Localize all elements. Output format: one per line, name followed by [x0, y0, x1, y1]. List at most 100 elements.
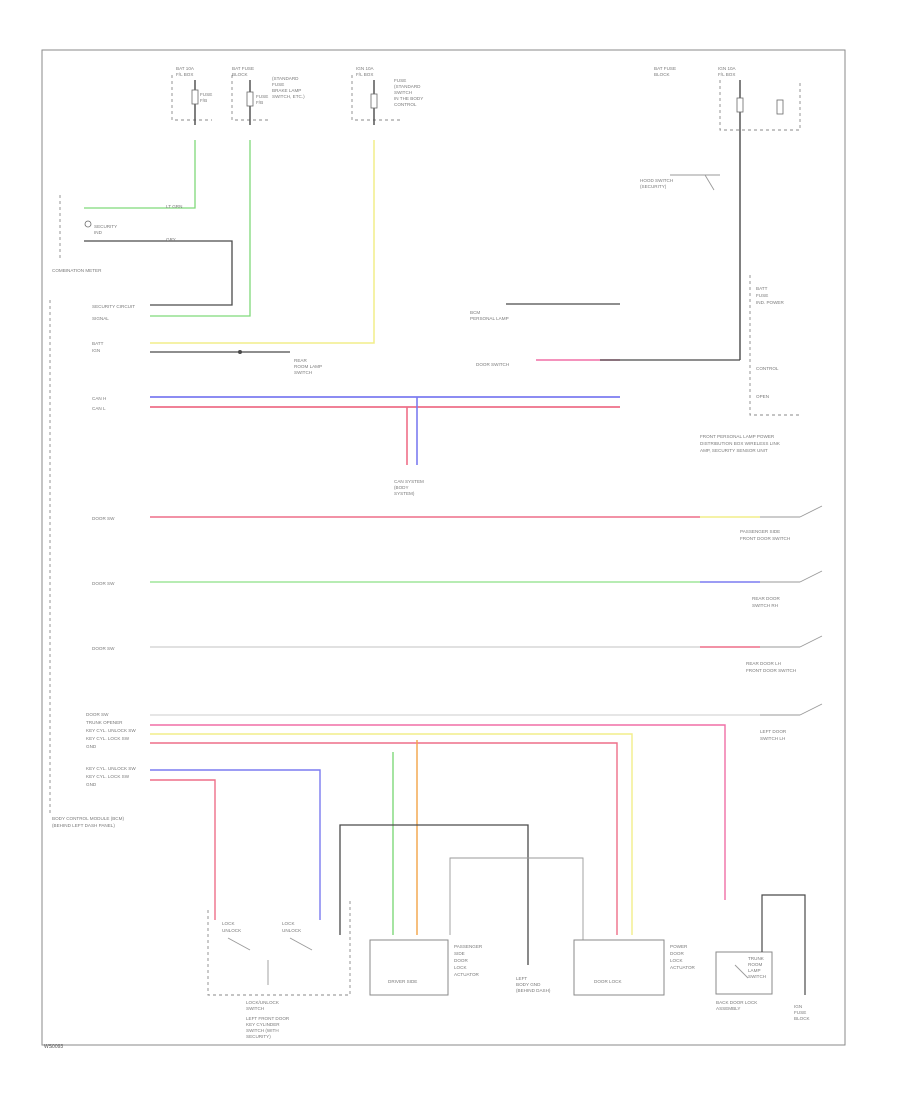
bcm-pin-security-2: SIGNAL	[92, 316, 109, 321]
fuse-c-label-1: IGN 10A	[356, 66, 375, 71]
can-system-1: CAN SYSTEM	[394, 479, 424, 484]
fuse-e-label-2: F/L BOX	[718, 72, 735, 77]
can-system-3: SYSTEM)	[394, 491, 415, 496]
rear-room-2: PERSONAL LAMP	[470, 316, 509, 321]
door-lock-actuator-right	[573, 939, 665, 996]
fuse-a-note-2: F/B	[200, 98, 207, 103]
security-ind-2: IND	[94, 230, 103, 235]
gnd-a-2: BODY GND	[516, 982, 541, 987]
key-cyl-6: SWITCH	[246, 1006, 264, 1011]
door-switch-label: DOOR SWITCH	[476, 362, 509, 367]
wire-trunk-black	[761, 894, 806, 995]
fuse-b-desc-2: FUSE	[272, 82, 284, 87]
bcm-title-1: BODY CONTROL MODULE (BCM)	[52, 816, 124, 821]
wire-label-2: GRY	[166, 237, 176, 242]
pass-act-3: DOOR	[454, 958, 468, 963]
left-door-2: SWITCH LH	[760, 736, 785, 741]
door-sw-1: DOOR SW	[92, 516, 115, 521]
lower-pin-7: KEY CYL. LOCK SW	[86, 774, 130, 779]
wire-label-1: LT GRN	[166, 204, 182, 209]
fuse-group-right: BAT FUSE BLOCK IGN 10A F/L BOX	[654, 66, 801, 360]
back-door-1: BACK DOOR LOCK	[716, 1000, 758, 1005]
front-room-1: REAR	[294, 358, 307, 363]
rear-door-lh-2: FRONT DOOR SWITCH	[746, 668, 796, 673]
key-cyl-1: LEFT FRONT DOOR	[246, 1016, 290, 1021]
key-cyl-4: SECURITY)	[246, 1034, 271, 1039]
dash-relay-1: BATT	[756, 286, 768, 291]
gnd-a-3: (BEHIND DASH)	[516, 988, 551, 993]
fuse-c-desc-5: CONTROL	[394, 102, 417, 107]
fuse-g-3: BLOCK	[794, 1016, 811, 1021]
pass-act-2: SIDE	[454, 951, 465, 956]
fuse-c-desc-2: (STANDARD	[394, 84, 421, 89]
fuse-a-label-2: F/L BOX	[176, 72, 193, 77]
pass-act-4: LOCK	[454, 965, 467, 970]
front-room-3: SWITCH	[294, 370, 312, 375]
trunk-4: SWITCH	[748, 974, 766, 979]
key-cyl-outline	[207, 900, 351, 996]
can-system-2: (BODY	[394, 485, 409, 490]
wire-ign-yellow	[150, 140, 375, 344]
unlock-3: LOCK	[282, 921, 295, 926]
front-module-2: DISTRIBUTION BOX WIRELESS LINK	[700, 441, 781, 446]
gnd-a-1: LEFT	[516, 976, 527, 981]
bcm-pin-ign: IGN	[92, 348, 100, 353]
lower-pin-2: TRUNK OPENER	[86, 720, 123, 725]
diagram-frame	[41, 49, 846, 1046]
fuse-b-desc-4: SWITCH, ETC.)	[272, 94, 305, 99]
fuse-a-note-1: FUSE	[200, 92, 212, 97]
pass-door-2: FRONT DOOR SWITCH	[740, 536, 790, 541]
hood-2: (SECURITY)	[640, 184, 667, 189]
bcm-title-2: (BEHIND LEFT DASH PANEL)	[52, 823, 115, 828]
combination-meter-block: SECURITY IND COMBINATION METER LT GRN GR…	[52, 140, 251, 317]
fuse-group-b: BAT FUSE BLOCK FUSE F/B (STANDARD FUSE B…	[231, 66, 305, 125]
back-door-2: ASSEMBLY	[716, 1006, 740, 1011]
lower-pin-6: KEY CYL. UNLOCK SW	[86, 766, 136, 771]
combination-meter-label: COMBINATION METER	[52, 268, 102, 273]
front-module-outline	[749, 275, 800, 416]
door-lock-2: DOOR LOCK	[594, 979, 623, 984]
door-lock-actuator-left	[369, 939, 449, 996]
wire-ground-bus	[339, 824, 529, 965]
fuse-d-label-1: BAT FUSE	[654, 66, 676, 71]
fuse-group-c: IGN 10A F/L BOX FUSE (STANDARD SWITCH IN…	[351, 66, 423, 125]
fuse-a-label-1: BAT 10A	[176, 66, 195, 71]
bcm-pin-security-1: SECURITY CIRCUIT	[92, 304, 135, 309]
unlock-1: LOCK	[222, 921, 235, 926]
front-door-act-1: POWER	[670, 944, 688, 949]
fuse-b-desc-3: BRAKE LAMP	[272, 88, 301, 93]
fuse-c-desc-1: FUSE	[394, 78, 406, 83]
lower-pin-5: GND	[86, 744, 97, 749]
fuse-g-2: FUSE	[794, 1010, 806, 1015]
front-module-1: FRONT PERSONAL LAMP POWER	[700, 434, 775, 439]
lower-pin-1: DOOR SW	[86, 712, 109, 717]
front-module-3: AMP, SECURITY SENSOR UNIT	[700, 448, 768, 453]
wire-lower-pink	[150, 724, 726, 900]
fuse-c-desc-4: IN THE BODY	[394, 96, 423, 101]
bcm-pin-can-l: CAN L	[92, 406, 106, 411]
door-sw-3: DOOR SW	[92, 646, 115, 651]
lower-pin-8: GND	[86, 782, 97, 787]
security-ind-1: SECURITY	[94, 224, 117, 229]
bcm-pin-can-h: CAN H	[92, 396, 106, 401]
lower-pin-3: KEY CYL. UNLOCK SW	[86, 728, 136, 733]
fuse-group-a: BAT 10A F/L BOX FUSE F/B	[171, 66, 212, 125]
unlock-4: UNLOCK	[282, 928, 302, 933]
key-cyl-5: LOCK/UNLOCK	[246, 1000, 280, 1005]
left-door-1: LEFT DOOR	[760, 729, 787, 734]
fuse-b-note-2: F/B	[256, 100, 263, 105]
pass-door-1: PASSENGER SIDE	[740, 529, 780, 534]
rear-door-2: SWITCH RH	[752, 603, 778, 608]
fuse-g-1: IGN	[794, 1004, 802, 1009]
front-door-act-2: DOOR	[670, 951, 684, 956]
dash-relay-4: CONTROL	[756, 366, 779, 371]
fuse-b-label-2: BLOCK	[232, 72, 249, 77]
key-cyl-3: SWITCH (WITH	[246, 1028, 279, 1033]
fuse-b-label-1: BAT FUSE	[232, 66, 254, 71]
pass-act-5: ACTUATOR	[454, 972, 480, 977]
wire-lower-red	[150, 742, 618, 935]
rear-door-lh-1: REAR DOOR LH	[746, 661, 781, 666]
fuse-e-label-1: IGN 10A	[718, 66, 737, 71]
rear-door-1: REAR DOOR	[752, 596, 781, 601]
